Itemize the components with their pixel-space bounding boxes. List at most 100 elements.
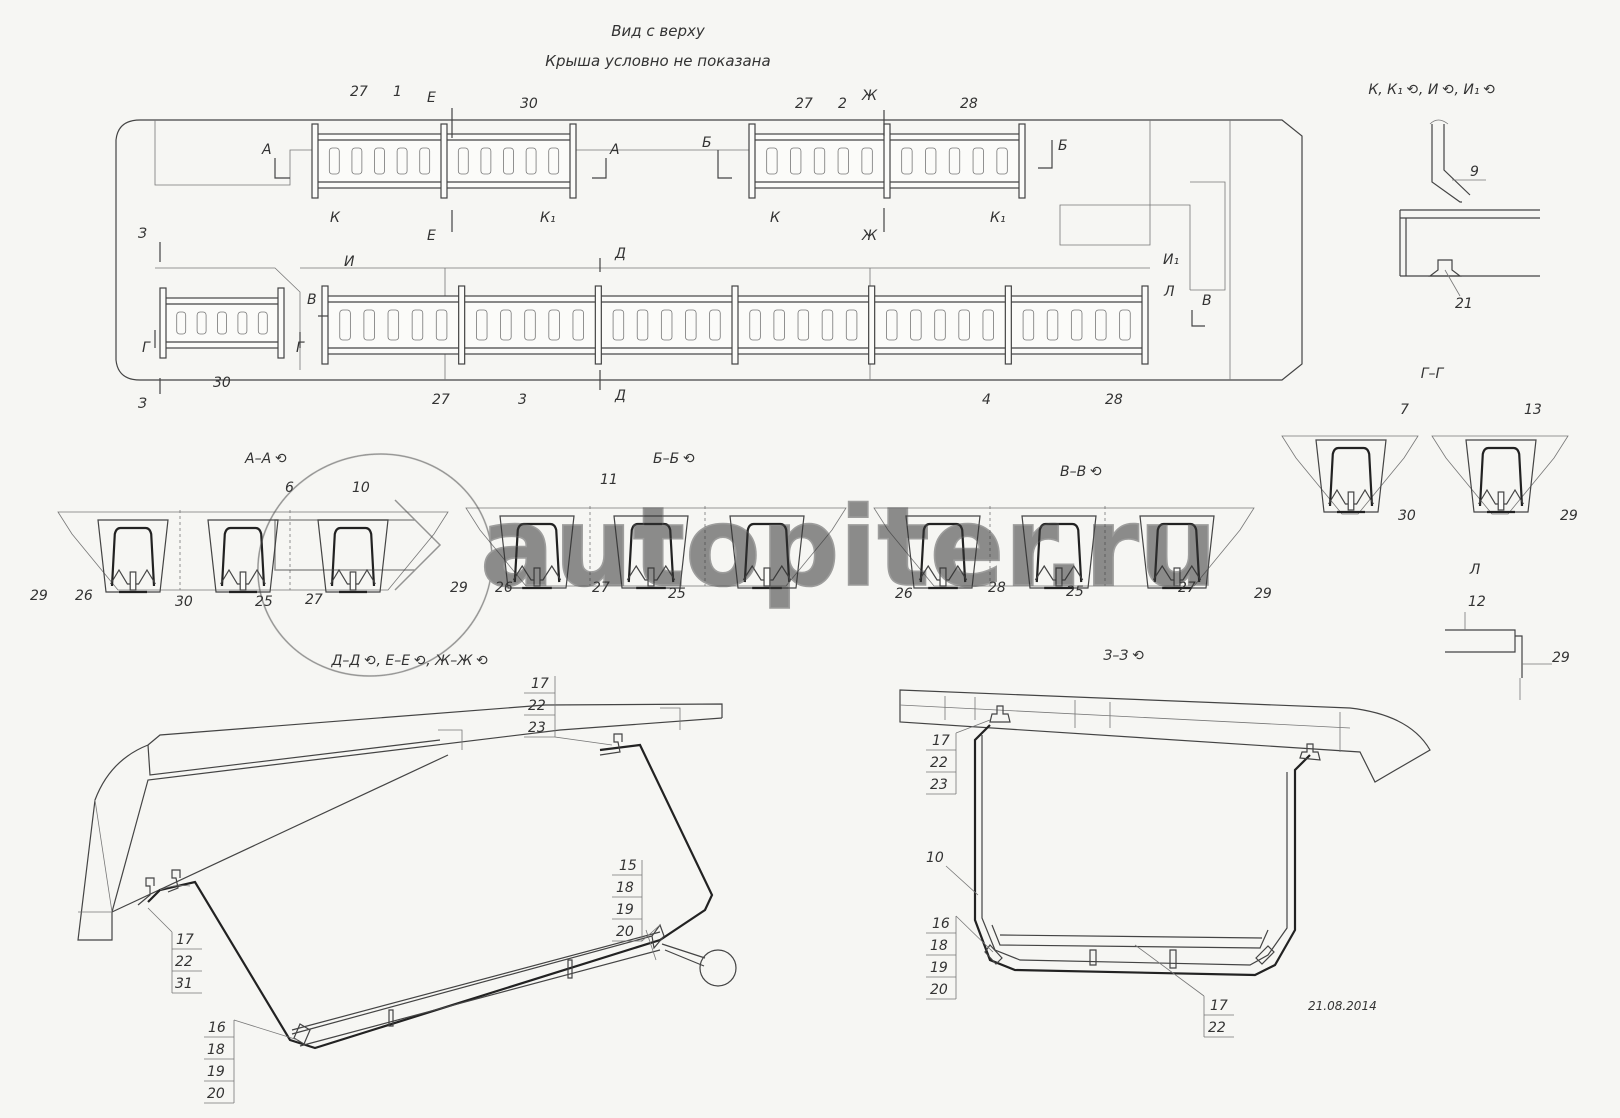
svg-text:Б: Б xyxy=(1058,138,1068,154)
svg-text:Д: Д xyxy=(614,246,626,262)
rack-slot xyxy=(948,147,961,175)
svg-text:28: 28 xyxy=(988,580,1006,596)
title-line2: Крыша условно не показана xyxy=(545,52,770,70)
luggage-rack-1 xyxy=(311,123,577,199)
shelf-body xyxy=(1021,515,1097,589)
svg-text:27: 27 xyxy=(1178,580,1196,596)
svg-text:6: 6 xyxy=(285,480,294,496)
svg-text:17: 17 xyxy=(1210,998,1228,1014)
svg-text:16: 16 xyxy=(208,1020,226,1036)
rack-slot xyxy=(548,309,560,341)
svg-text:29: 29 xyxy=(1560,508,1578,524)
svg-text:22: 22 xyxy=(1208,1020,1226,1036)
rack-slot xyxy=(845,309,858,341)
rack-slot xyxy=(572,309,584,341)
rack-slot xyxy=(176,311,187,335)
rack-slot xyxy=(982,309,994,341)
svg-text:Ж: Ж xyxy=(861,88,878,104)
shelf-profile xyxy=(743,522,791,583)
shelf-profile xyxy=(330,526,376,587)
svg-text:22: 22 xyxy=(930,755,948,771)
rack-slot xyxy=(797,309,810,341)
cross-sections-row xyxy=(57,506,1255,594)
shelf-body xyxy=(1139,515,1215,589)
svg-text:10: 10 xyxy=(352,480,370,496)
luggage-rack-2 xyxy=(748,123,1026,199)
svg-text:7: 7 xyxy=(1400,402,1409,418)
rack-slot xyxy=(958,309,970,341)
rack-slot xyxy=(419,147,431,175)
svg-text:27: 27 xyxy=(795,96,813,112)
rack-slot xyxy=(524,309,536,341)
rack-slot xyxy=(503,147,514,175)
rack-post xyxy=(748,123,756,199)
watermark-logo: autopiter.ru xyxy=(257,453,1218,677)
shelf-profile xyxy=(110,526,156,587)
svg-text:И₁: И₁ xyxy=(1163,252,1179,268)
rack-slot xyxy=(480,147,492,175)
luggage-rack-4 xyxy=(321,285,1149,365)
rack-slot xyxy=(339,309,351,341)
svg-text:12: 12 xyxy=(1468,594,1486,610)
svg-text:А: А xyxy=(609,142,620,158)
rack-slot xyxy=(709,309,721,341)
shelf-body xyxy=(613,515,689,589)
rack-slot xyxy=(548,147,560,175)
section-vv-label: В–В ⟲ xyxy=(1060,464,1102,480)
shelf-bolt xyxy=(763,567,771,587)
svg-text:Г: Г xyxy=(142,340,151,356)
shelf-bolt xyxy=(647,567,655,587)
svg-text:29: 29 xyxy=(30,588,48,604)
callouts-dd: 17 22 23 15 18 19 20 17 22 31 16 18 19 2… xyxy=(147,676,661,1104)
rack-slot xyxy=(790,147,802,175)
svg-text:18: 18 xyxy=(207,1042,225,1058)
top-view-labels: 27 1 30 27 2 28 К К₁ К К₁ И И₁ Л 30 27 3… xyxy=(138,84,1212,412)
svg-text:20: 20 xyxy=(930,982,948,998)
svg-text:И: И xyxy=(344,254,355,270)
svg-text:9: 9 xyxy=(1470,164,1479,180)
rack-slot xyxy=(1070,309,1083,341)
svg-text:В: В xyxy=(1202,293,1212,309)
shelf-body xyxy=(1465,439,1537,513)
rack-post xyxy=(321,285,329,365)
rack-slot xyxy=(387,309,400,341)
rack-slot xyxy=(996,147,1008,175)
svg-text:4: 4 xyxy=(982,392,991,408)
shelf-profile xyxy=(627,522,675,583)
rack-slot xyxy=(685,309,697,341)
luggage-rack-3 xyxy=(159,287,285,359)
svg-text:Е: Е xyxy=(427,228,436,244)
svg-text:19: 19 xyxy=(207,1064,225,1080)
rack-slot xyxy=(363,309,375,341)
rack-slot xyxy=(901,147,913,175)
rack-post xyxy=(1141,285,1149,365)
svg-text:Ж: Ж xyxy=(861,228,878,244)
shelf-bolt xyxy=(533,567,541,587)
svg-text:27: 27 xyxy=(305,592,323,608)
svg-text:Е: Е xyxy=(427,90,436,106)
rack-slot xyxy=(636,309,649,341)
rack-slot xyxy=(476,309,488,341)
svg-text:25: 25 xyxy=(668,586,686,602)
rack-post xyxy=(883,123,891,199)
rack-post xyxy=(440,123,448,199)
rack-frame xyxy=(162,297,282,349)
rack-slot xyxy=(861,147,873,175)
svg-text:23: 23 xyxy=(528,720,546,736)
svg-text:15: 15 xyxy=(619,858,637,874)
shelf-profile xyxy=(1153,522,1201,583)
section-dd xyxy=(77,703,737,1050)
detail-header: К, К₁ ⟲, И ⟲, И₁ ⟲ xyxy=(1368,82,1495,98)
shelf-body xyxy=(499,515,575,589)
svg-text:30: 30 xyxy=(520,96,538,112)
rack-slot xyxy=(217,311,227,335)
cut-arrows xyxy=(154,108,1205,394)
rack-slot xyxy=(660,309,673,341)
svg-text:Б: Б xyxy=(702,135,712,151)
rack-slot xyxy=(1095,309,1107,341)
section-dd-label: Д–Д ⟲, Е–Е ⟲, Ж–Ж ⟲ xyxy=(330,653,488,669)
rack-slot xyxy=(910,309,922,341)
rack-post xyxy=(569,123,577,199)
section-zz xyxy=(899,689,1431,977)
